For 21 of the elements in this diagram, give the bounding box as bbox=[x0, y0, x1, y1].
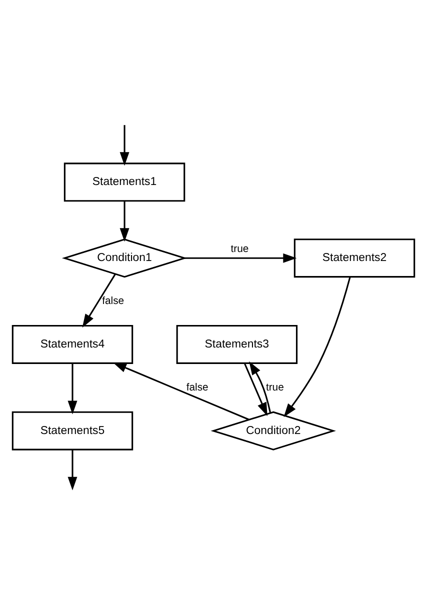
arrow bbox=[68, 362, 78, 414]
arrow bbox=[249, 360, 272, 413]
arrow bbox=[82, 273, 116, 328]
arrow bbox=[120, 200, 130, 242]
node-box: Statements4 bbox=[12, 324, 134, 364]
edge-label: false bbox=[186, 382, 208, 393]
edge-label: true bbox=[266, 382, 284, 393]
arrow bbox=[120, 124, 130, 166]
arrow bbox=[284, 276, 351, 417]
node-diamond: Condition1 bbox=[62, 238, 188, 278]
edge-label: false bbox=[102, 295, 124, 306]
arrow bbox=[112, 362, 250, 420]
arrow bbox=[68, 449, 78, 490]
node-box: Statements5 bbox=[12, 410, 134, 450]
node-box: Statements3 bbox=[176, 324, 298, 364]
arrow bbox=[184, 252, 297, 262]
arrow bbox=[244, 362, 268, 416]
node-box: Statements2 bbox=[294, 238, 416, 278]
node-diamond: Condition2 bbox=[210, 410, 336, 450]
node-box: Statements1 bbox=[64, 162, 186, 202]
edge-label: true bbox=[230, 243, 249, 254]
